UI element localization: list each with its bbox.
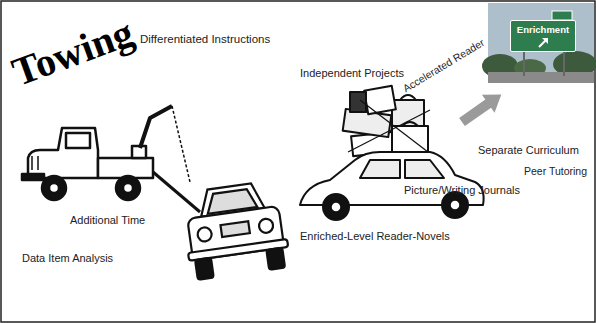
- tow-chain: [172, 106, 190, 182]
- sign-photo: [482, 3, 596, 83]
- strategy-label: Data Item Analysis: [22, 252, 113, 264]
- wheel: [116, 176, 140, 200]
- arrow-head: [542, 38, 548, 44]
- strategy-label: Separate Curriculum: [478, 144, 579, 156]
- wheel: [42, 176, 66, 200]
- wheel: [266, 248, 285, 270]
- hub: [331, 202, 341, 212]
- hub: [450, 200, 460, 210]
- truck-cab: [28, 128, 98, 178]
- direction-arrow: [456, 85, 508, 131]
- hub: [124, 184, 133, 193]
- tow-truck: [22, 106, 200, 212]
- sign-arrow: [536, 36, 550, 48]
- arrow-shape: [456, 85, 508, 131]
- sign-post: [523, 52, 525, 76]
- road: [488, 72, 594, 83]
- sign-text: Enrichment: [511, 24, 575, 35]
- wheel: [195, 258, 214, 280]
- suitcase: [364, 86, 396, 114]
- rope: [348, 110, 430, 152]
- arrow-shaft: [539, 40, 546, 47]
- car-window: [360, 160, 400, 178]
- strategy-label: Accelerated Reader: [401, 37, 487, 95]
- crane-base: [132, 146, 146, 158]
- car-window: [405, 160, 444, 178]
- headlight: [197, 227, 213, 243]
- truck-window: [66, 133, 90, 148]
- crane-boom: [140, 106, 172, 148]
- grille: [220, 221, 249, 237]
- hub: [50, 184, 59, 193]
- headlight: [258, 218, 274, 234]
- luggage-car: [300, 86, 484, 220]
- suitcase: [392, 100, 424, 126]
- tow-bar: [153, 172, 200, 212]
- handle: [400, 95, 416, 100]
- road-sign: Enrichment: [510, 20, 576, 52]
- suitcase: [392, 126, 428, 154]
- suitcase: [343, 109, 392, 137]
- strategy-label: Enriched-Level Reader-Novels: [300, 230, 450, 242]
- wheel: [323, 194, 349, 220]
- grille-line: [31, 156, 33, 170]
- rope: [360, 100, 428, 152]
- strategy-label: Picture/Writing Journals: [404, 184, 520, 196]
- strategy-label: Differentiated Instructions: [140, 33, 270, 46]
- strategy-label: Peer Tutoring: [524, 166, 587, 178]
- strategy-label: Additional Time: [70, 214, 145, 226]
- grille-line: [37, 156, 39, 170]
- towed-car: [180, 180, 291, 281]
- exit-tab: [552, 11, 572, 20]
- strategy-label: Independent Projects: [300, 67, 404, 79]
- truck-bumper: [22, 174, 44, 180]
- sign-post: [563, 52, 565, 76]
- title-word: Towing: [6, 10, 139, 94]
